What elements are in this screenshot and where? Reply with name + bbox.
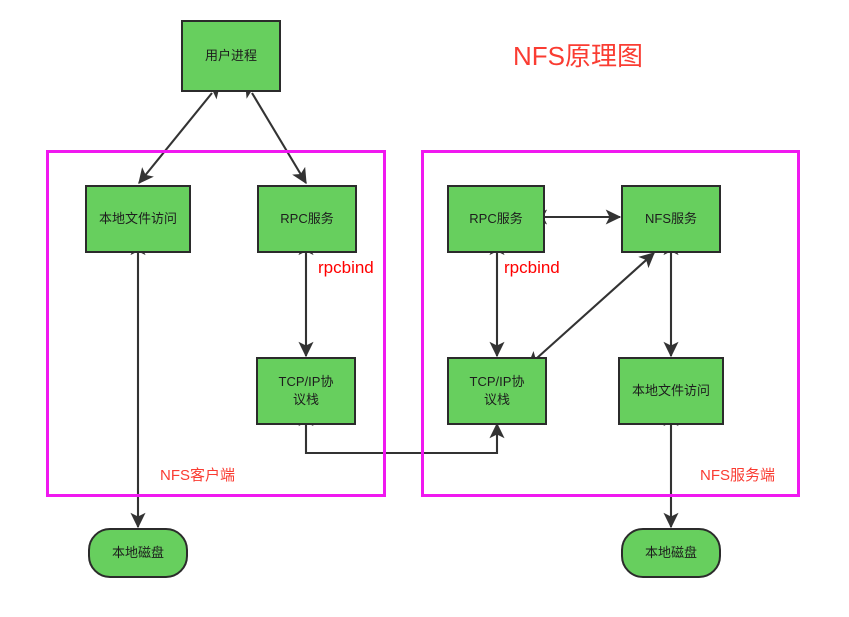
nfs-server-zone bbox=[421, 150, 800, 497]
node-user-process[interactable]: 用户进程 bbox=[181, 20, 281, 92]
node-client-local-file-access[interactable]: 本地文件访问 bbox=[85, 185, 191, 253]
nfs-server-zone-label: NFS服务端 bbox=[700, 467, 776, 484]
node-server-local-file-access[interactable]: 本地文件访问 bbox=[618, 357, 724, 425]
node-server-local-disk[interactable]: 本地磁盘 bbox=[621, 528, 721, 578]
node-server-nfs-service[interactable]: NFS服务 bbox=[621, 185, 721, 253]
nfs-client-zone bbox=[46, 150, 386, 497]
node-client-tcpip-stack[interactable]: TCP/IP协议栈 bbox=[256, 357, 356, 425]
node-server-tcpip-stack[interactable]: TCP/IP协议栈 bbox=[447, 357, 547, 425]
node-server-rpc-service[interactable]: RPC服务 bbox=[447, 185, 545, 253]
server-rpcbind-label: rpcbind bbox=[504, 258, 560, 277]
node-client-local-disk[interactable]: 本地磁盘 bbox=[88, 528, 188, 578]
client-rpcbind-label: rpcbind bbox=[318, 258, 374, 277]
node-client-rpc-service[interactable]: RPC服务 bbox=[257, 185, 357, 253]
diagram-title: NFS原理图 bbox=[513, 41, 644, 71]
nfs-client-zone-label: NFS客户端 bbox=[160, 467, 236, 484]
